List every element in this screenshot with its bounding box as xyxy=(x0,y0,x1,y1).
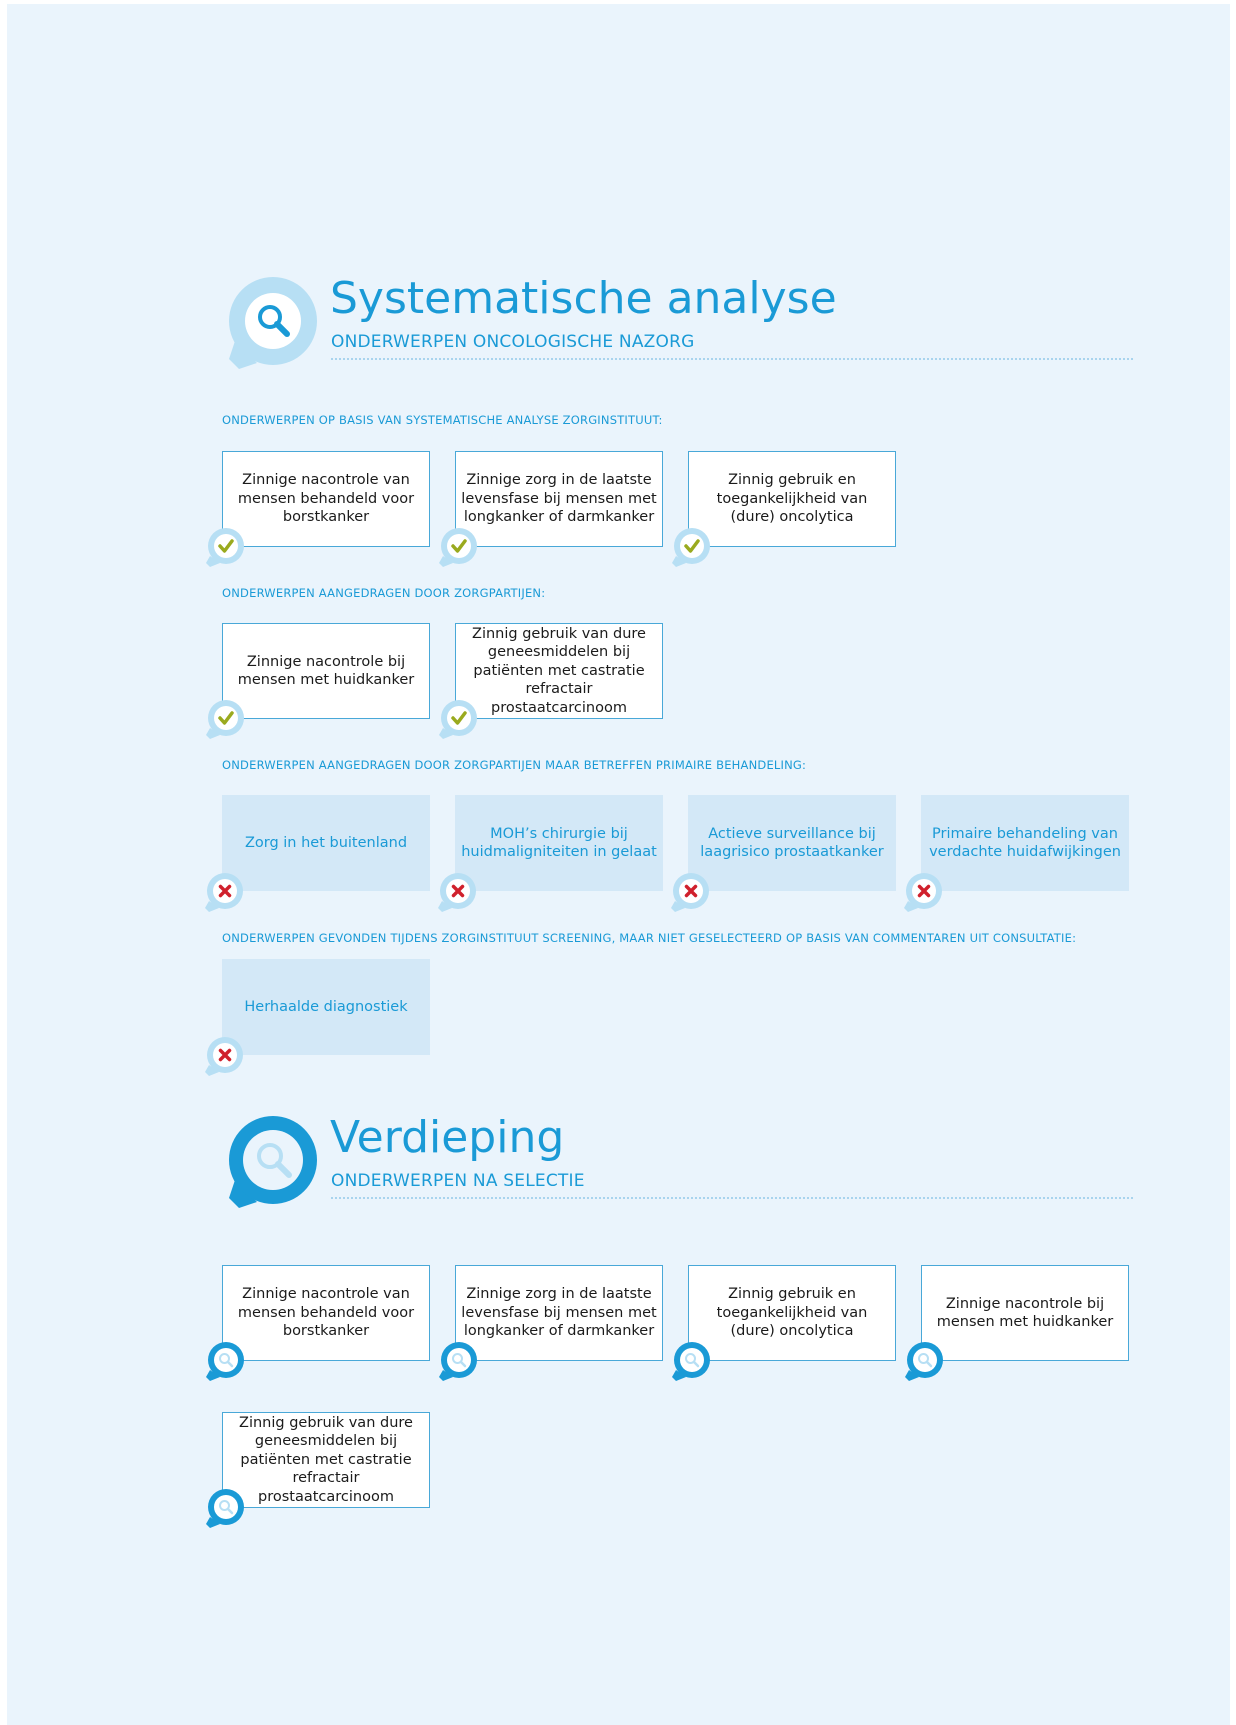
magnifier-icon xyxy=(206,1489,244,1528)
category-label: ONDERWERPEN GEVONDEN TIJDENS ZORGINSTITU… xyxy=(222,931,1077,945)
category-label: ONDERWERPEN AANGEDRAGEN DOOR ZORGPARTIJE… xyxy=(222,586,546,600)
topic-card: Herhaalde diagnostiek xyxy=(205,959,430,1076)
topic-card-text: Zinnige nacontrole van mensen behandeld … xyxy=(237,1286,415,1340)
topic-card-text: Zinnig gebruik en toegankelijkheid van (… xyxy=(716,472,868,526)
check-icon xyxy=(206,700,244,739)
topic-card-text: Zinnige zorg in de laatste levensfase bi… xyxy=(461,1286,657,1340)
cross-icon xyxy=(671,873,709,912)
topic-card-text: Zinnig gebruik van dure geneesmiddelen b… xyxy=(472,625,646,716)
section-title: Systematische analyse xyxy=(330,273,837,324)
topic-card: Zinnige zorg in de laatste levensfase bi… xyxy=(439,451,663,567)
cross-icon xyxy=(438,873,476,912)
topic-card-text: Zinnige nacontrole bij mensen met huidka… xyxy=(237,653,415,689)
topic-card-text: Herhaalde diagnostiek xyxy=(244,998,408,1015)
topic-card-text: Zinnig gebruik en toegankelijkheid van (… xyxy=(716,1286,868,1340)
topic-card: Zinnig gebruik en toegankelijkheid van (… xyxy=(672,1265,896,1381)
magnifier-icon xyxy=(229,277,317,369)
category-label: ONDERWERPEN OP BASIS VAN SYSTEMATISCHE A… xyxy=(222,413,663,427)
topic-card: Primaire behandeling van verdachte huida… xyxy=(904,795,1129,912)
topic-card: Zinnige nacontrole bij mensen met huidka… xyxy=(206,623,430,739)
topic-card-text: Zinnige nacontrole bij mensen met huidka… xyxy=(936,1295,1114,1331)
topic-card-text: Zinnige zorg in de laatste levensfase bi… xyxy=(461,472,657,526)
topic-card-text: Zorg in het buitenland xyxy=(244,834,408,851)
section-subtitle: ONDERWERPEN ONCOLOGISCHE NAZORG xyxy=(331,332,695,352)
topic-card-text: Zinnig gebruik van dure geneesmiddelen b… xyxy=(239,1414,413,1505)
check-icon xyxy=(439,700,477,739)
topic-card: Zinnig gebruik van dure geneesmiddelen b… xyxy=(206,1412,430,1528)
check-icon xyxy=(206,528,244,567)
topic-card: Zinnige nacontrole bij mensen met huidka… xyxy=(905,1265,1129,1381)
topic-card: Zorg in het buitenland xyxy=(205,795,430,912)
topic-card: Zinnige nacontrole van mensen behandeld … xyxy=(206,1265,430,1381)
verdieping-header: Verdieping ONDERWERPEN NA SELECTIE xyxy=(221,1112,1133,1208)
cross-icon xyxy=(205,1037,243,1076)
section-title: Verdieping xyxy=(330,1112,565,1163)
check-icon xyxy=(439,528,477,567)
magnifier-icon xyxy=(439,1342,477,1381)
magnifier-icon xyxy=(672,1342,710,1381)
magnifier-icon xyxy=(229,1116,317,1208)
topic-card-text: Primaire behandeling van verdachte huida… xyxy=(929,825,1121,861)
topic-card: Zinnige nacontrole van mensen behandeld … xyxy=(206,451,430,567)
divider xyxy=(331,358,1133,360)
magnifier-icon xyxy=(206,1342,244,1381)
magnifier-icon xyxy=(905,1342,943,1381)
topic-card: Zinnig gebruik en toegankelijkheid van (… xyxy=(672,451,896,567)
check-icon xyxy=(672,528,710,567)
topic-card: Actieve surveillance bij laagrisico pros… xyxy=(671,795,896,912)
cross-icon xyxy=(904,873,942,912)
topic-card-text: Actieve surveillance bij laagrisico pros… xyxy=(700,825,884,861)
category-label: ONDERWERPEN AANGEDRAGEN DOOR ZORGPARTIJE… xyxy=(222,758,807,772)
systematische-analyse-header: Systematische analyse ONDERWERPEN ONCOLO… xyxy=(221,273,1133,369)
topic-card-text: MOH’s chirurgie bij huidmaligniteiten in… xyxy=(461,825,657,861)
divider xyxy=(331,1197,1133,1199)
section-subtitle: ONDERWERPEN NA SELECTIE xyxy=(331,1171,585,1191)
topic-card: Zinnige zorg in de laatste levensfase bi… xyxy=(439,1265,663,1381)
topic-card: MOH’s chirurgie bij huidmaligniteiten in… xyxy=(438,795,663,912)
topic-card: Zinnig gebruik van dure geneesmiddelen b… xyxy=(439,623,663,739)
topic-card-text: Zinnige nacontrole van mensen behandeld … xyxy=(237,472,415,526)
cross-icon xyxy=(205,873,243,912)
